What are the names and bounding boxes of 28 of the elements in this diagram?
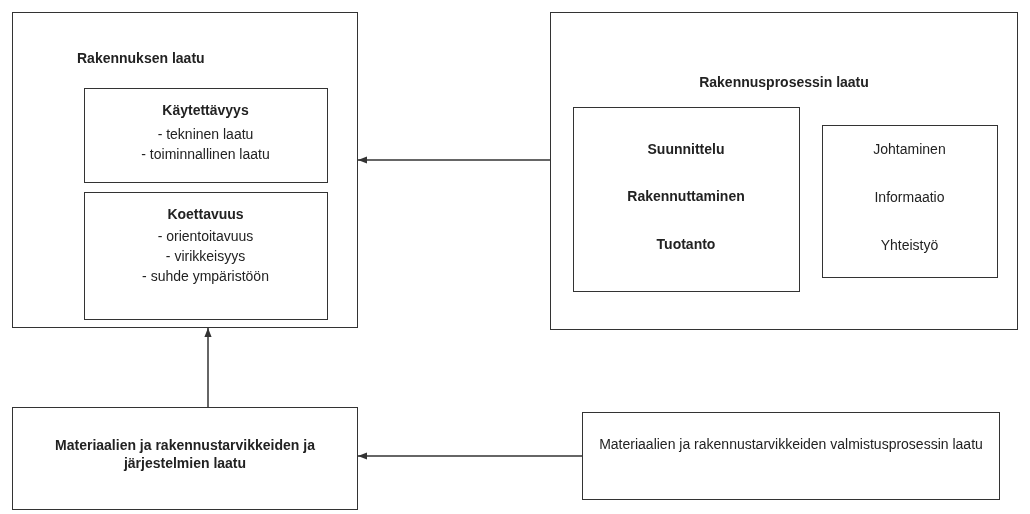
node-label: - toiminnallinen laatu [140, 144, 271, 163]
heading: Koettavuus [166, 204, 245, 223]
box [550, 12, 1018, 330]
arrow [204, 327, 212, 408]
node-label: - suhde ympäristöön [141, 266, 270, 285]
arrow [357, 452, 583, 460]
node-label: - orientoitavuus [156, 226, 255, 245]
heading: Rakennuksen laatu [76, 49, 206, 67]
box [12, 12, 358, 328]
node-label: - virikkeisyys [164, 246, 247, 265]
node-label: Informaatio [873, 187, 946, 206]
box [821, 124, 998, 278]
heading: Käytettävyys [161, 100, 250, 119]
node-label: Suunnittelu [646, 139, 726, 158]
heading: Rakennusprosessin laatu [698, 73, 870, 91]
box [572, 106, 800, 292]
node-label: Materiaalien ja rakennustarvikkeiden valmistusprosessin laatu [598, 435, 984, 453]
node-label: Yhteistyö [879, 235, 940, 254]
node-label: Rakennuttaminen [626, 186, 746, 205]
box [12, 407, 358, 510]
node-label: Tuotanto [655, 234, 717, 253]
box [582, 412, 1000, 500]
node-label: - tekninen laatu [156, 124, 255, 143]
node-label: Johtaminen [872, 139, 947, 158]
node-label: Materiaalien ja rakennustarvikkeiden ja järjestelmien laatu [54, 436, 316, 472]
box [83, 191, 328, 320]
arrow [357, 156, 551, 164]
box [83, 87, 328, 183]
